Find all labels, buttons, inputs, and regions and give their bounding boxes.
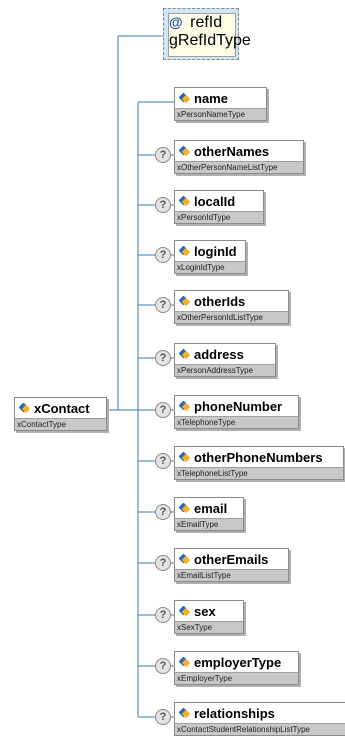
optional-marker-icon: ? [155,197,171,213]
attribute-type: gRefIdType [169,32,251,49]
element-name: email [194,500,228,516]
optional-marker-icon: ? [155,297,171,313]
element-name: otherPhoneNumbers [194,449,323,465]
element-icon [178,146,190,156]
element-icon [178,708,190,718]
element-icon [178,554,190,564]
element-type: xPersonIdType [175,211,263,223]
element-box-phoneNumber[interactable]: phoneNumber xTelephoneType [174,395,299,429]
element-name: localId [194,193,236,209]
optional-marker-icon: ? [155,709,171,725]
element-icon [178,606,190,616]
optional-marker-icon: ? [155,350,171,366]
element-icon [178,246,190,256]
element-name: address [194,346,244,362]
element-box-otherPhoneNumbers[interactable]: otherPhoneNumbers xTelephoneListType [174,446,344,480]
element-type: xOtherPersonIdListType [175,311,288,323]
element-type: xContactStudentRelationshipListType [175,723,345,735]
optional-marker-icon: ? [155,555,171,571]
element-type: xEmailListType [175,569,288,581]
element-type: xSexType [175,621,243,633]
element-name: otherNames [194,143,270,159]
optional-marker-icon: ? [155,402,171,418]
element-name: loginId [194,243,237,259]
element-box-sex[interactable]: sex xSexType [174,600,244,634]
element-box-employerType[interactable]: employerType xEmployerType [174,651,299,685]
element-type: xTelephoneType [175,416,298,428]
attribute-box-refid[interactable]: @ refId gRefIdType [168,13,251,57]
element-box-relationships[interactable]: relationships xContactStudentRelationship… [174,702,345,736]
element-box-otherEmails[interactable]: otherEmails xEmailListType [174,548,289,582]
optional-marker-icon: ? [155,453,171,469]
element-box-email[interactable]: email xEmailType [174,497,244,531]
root-element-type: xContactType [15,418,106,430]
attribute-name: refId [190,14,223,31]
element-type: xLoginIdType [175,261,245,273]
element-name: phoneNumber [194,398,283,414]
element-name: employerType [194,654,282,670]
element-type: xEmailType [175,518,243,530]
element-type: xTelephoneListType [175,467,343,479]
attribute-group[interactable]: @ refId gRefIdType [163,8,251,60]
element-icon [18,403,30,413]
optional-marker-icon: ? [155,607,171,623]
element-box-name[interactable]: name xPersonNameType [174,87,267,121]
optional-marker-icon: ? [155,658,171,674]
element-icon [178,349,190,359]
optional-marker-icon: ? [155,147,171,163]
element-icon [178,452,190,462]
element-type: xEmployerType [175,672,298,684]
element-type: xPersonNameType [175,108,266,120]
optional-marker-icon: ? [155,504,171,520]
element-box-loginId[interactable]: loginId xLoginIdType [174,240,246,274]
element-name: otherEmails [194,551,269,567]
element-box-address[interactable]: address xPersonAddressType [174,343,276,377]
element-icon [178,296,190,306]
element-name: otherIds [194,293,246,309]
element-name: relationships [194,705,275,721]
element-box-otherNames[interactable]: otherNames xOtherPersonNameListType [174,140,304,174]
element-box-localId[interactable]: localId xPersonIdType [174,190,264,224]
attribute-icon: @ [169,14,183,30]
element-box-otherIds[interactable]: otherIds xOtherPersonIdListType [174,290,289,324]
optional-marker-icon: ? [155,247,171,263]
element-icon [178,93,190,103]
element-icon [178,196,190,206]
root-element-name: xContact [34,400,90,416]
root-element-box[interactable]: xContact xContactType [14,397,107,431]
element-name: sex [194,603,216,619]
element-type: xOtherPersonNameListType [175,161,303,173]
element-icon [178,657,190,667]
element-icon [178,401,190,411]
element-type: xPersonAddressType [175,364,275,376]
element-icon [178,503,190,513]
element-name: name [194,90,228,106]
